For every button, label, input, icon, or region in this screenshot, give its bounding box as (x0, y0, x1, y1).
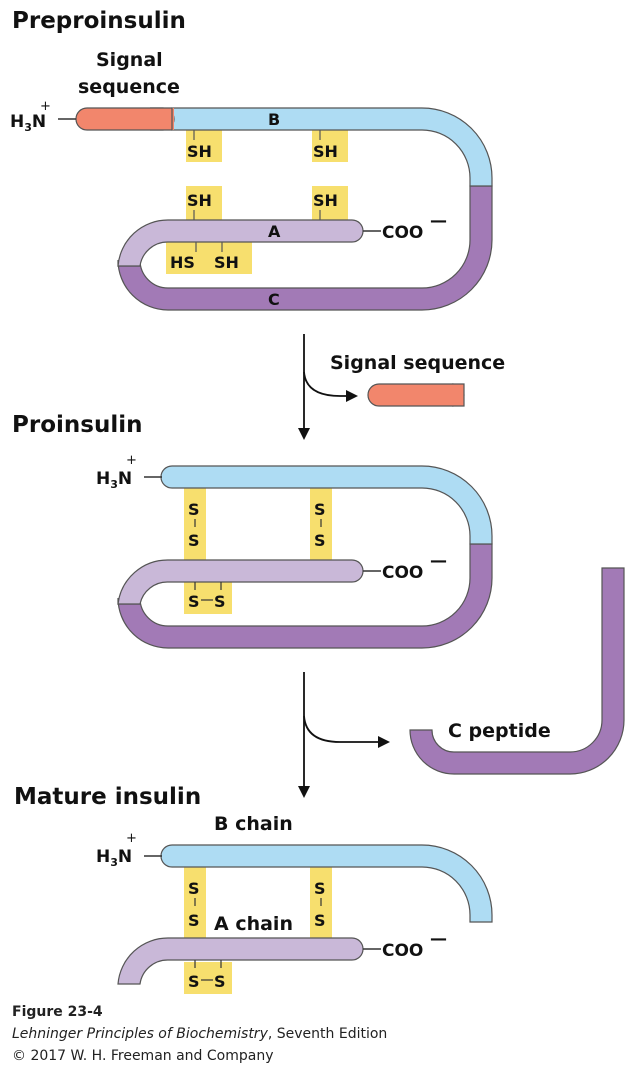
mature-insulin-title: Mature insulin (14, 784, 201, 810)
sh-box (166, 242, 252, 274)
sh-label: SH (214, 253, 239, 272)
b-chain-label: B chain (214, 813, 293, 835)
mature-a-chain (117, 937, 364, 985)
sulfur-label: S (188, 972, 200, 991)
sulfur-label: S (188, 500, 200, 519)
figure-number: Figure 23-4 (12, 1004, 103, 1020)
book-citation: Lehninger Principles of Biochemistry, Se… (12, 1026, 387, 1042)
sh-label: SH (313, 142, 338, 161)
b-chain (171, 107, 493, 187)
book-title: Lehninger Principles of Biochemistry (12, 1026, 268, 1042)
sulfur-label: S (314, 911, 326, 930)
sh-box (186, 186, 222, 220)
n-terminus-plus: + (126, 453, 137, 468)
hs-label: HS (170, 253, 195, 272)
n-terminus: H3N (96, 847, 132, 869)
copyright-line: © 2017 W. H. Freeman and Company (12, 1048, 274, 1064)
sh-box (312, 128, 348, 162)
sulfur-label: S (314, 531, 326, 550)
chain-b-letter: B (268, 110, 280, 129)
b-chain (160, 465, 493, 545)
n-terminus-plus: + (40, 99, 51, 114)
sulfur-label: S (188, 592, 200, 611)
c-terminus-minus: — (430, 551, 447, 571)
sh-label: SH (313, 191, 338, 210)
disulfide-box (184, 962, 232, 994)
preproinsulin-title: Preproinsulin (12, 8, 186, 34)
signal-label-line1: Signal (96, 49, 163, 71)
sulfur-label: S (214, 972, 226, 991)
sulfur-label: S (314, 879, 326, 898)
sulfur-label: S (214, 592, 226, 611)
c-terminus-minus: — (430, 211, 447, 231)
sh-label: SH (187, 142, 212, 161)
sh-box (186, 128, 222, 162)
sulfur-label: S (188, 911, 200, 930)
n-terminus: H3N (96, 469, 132, 491)
sulfur-label: S (188, 879, 200, 898)
signal-label-line2: sequence (78, 76, 180, 98)
disulfide-box (184, 582, 232, 614)
sulfur-label: S (188, 531, 200, 550)
n-terminus: H3N (10, 112, 46, 134)
a-chain (117, 559, 364, 605)
n-terminus-plus: + (126, 831, 137, 846)
a-chain (117, 219, 364, 267)
proinsulin-title: Proinsulin (12, 412, 142, 438)
sh-box (312, 186, 348, 220)
chain-c-letter: C (268, 290, 280, 309)
c-terminus: COO (382, 941, 423, 961)
c-terminus: COO (382, 223, 423, 243)
c-terminus-minus: — (430, 929, 447, 949)
sh-label: SH (187, 191, 212, 210)
a-chain-label: A chain (214, 913, 293, 935)
mature-b-chain (160, 844, 493, 923)
released-signal-sequence (367, 383, 465, 407)
sulfur-label: S (314, 500, 326, 519)
signal-sequence-released-label: Signal sequence (330, 352, 505, 374)
released-c-peptide (409, 567, 625, 775)
chain-a-letter: A (268, 222, 281, 241)
c-terminus: COO (382, 563, 423, 583)
insulin-processing-diagram: Preproinsulin Signal sequence SH SH SH S… (10, 8, 625, 994)
c-peptide-label: C peptide (448, 720, 551, 742)
book-edition: , Seventh Edition (267, 1026, 388, 1042)
